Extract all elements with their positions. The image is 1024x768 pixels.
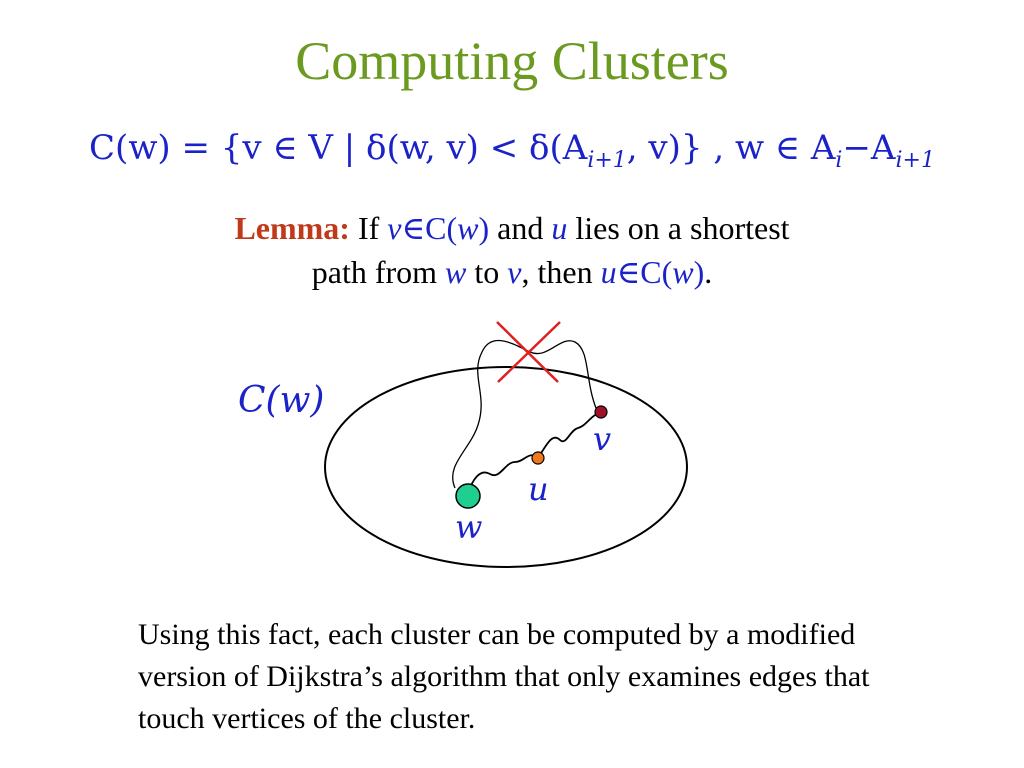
formula-sub-1: i+1: [587, 147, 627, 173]
node-u: [531, 451, 545, 465]
formula-sub-3: i+1: [895, 147, 935, 173]
lemma-text-2: and: [489, 210, 552, 246]
lemma-close-1: ): [478, 210, 490, 246]
lemma-var-v-2: v: [507, 254, 522, 290]
lemma-var-u: u: [551, 210, 568, 246]
lemma-var-w-2: w: [445, 254, 467, 290]
label-u: u: [528, 470, 549, 508]
cluster-label: C(w): [238, 380, 324, 421]
lemma-text-4: path from: [311, 254, 446, 290]
formula-sub-2: i: [835, 147, 843, 173]
lemma-var-w-3: w: [672, 254, 694, 290]
cluster-diagram: C(w) v u w: [238, 321, 688, 568]
node-v: [594, 405, 608, 419]
lemma-close-2: ): [693, 254, 705, 290]
slide-title: Computing Clusters: [295, 31, 729, 91]
lemma-text-3: lies on a shortest: [567, 210, 790, 246]
lemma-text-7: .: [704, 254, 713, 290]
cross-line-2: [497, 321, 561, 383]
body-paragraph: Using this fact, each cluster can be com…: [138, 618, 870, 735]
lemma-in-1: ∈C(: [401, 210, 458, 246]
lemma-text-5: to: [466, 254, 508, 290]
cluster-ellipse: [324, 366, 688, 568]
formula-lhs: C(w) = {v ∈ V | δ(w, v) < δ(A: [89, 128, 588, 168]
node-w: [455, 483, 481, 509]
lemma-text-6: , then: [521, 254, 601, 290]
formula-mid: , v)} , w ∈ A: [626, 128, 836, 168]
lemma-var-w: w: [457, 210, 479, 246]
label-w: w: [455, 508, 482, 546]
cluster-definition-formula: C(w) = {v ∈ V | δ(w, v) < δ(Ai+1, v)} , …: [0, 128, 1024, 173]
formula-minus: −A: [842, 128, 896, 168]
lemma-heading: Lemma:: [234, 210, 350, 246]
lemma-text-1: If: [349, 210, 388, 246]
label-v: v: [593, 420, 611, 458]
outside-path: [452, 339, 597, 489]
lemma-in-2: ∈C(: [616, 254, 673, 290]
lemma-var-v: v: [387, 210, 402, 246]
lemma-var-u-2: u: [600, 254, 617, 290]
lemma-statement: Lemma: If v∈C(w) and u lies on a shortes…: [112, 206, 912, 294]
